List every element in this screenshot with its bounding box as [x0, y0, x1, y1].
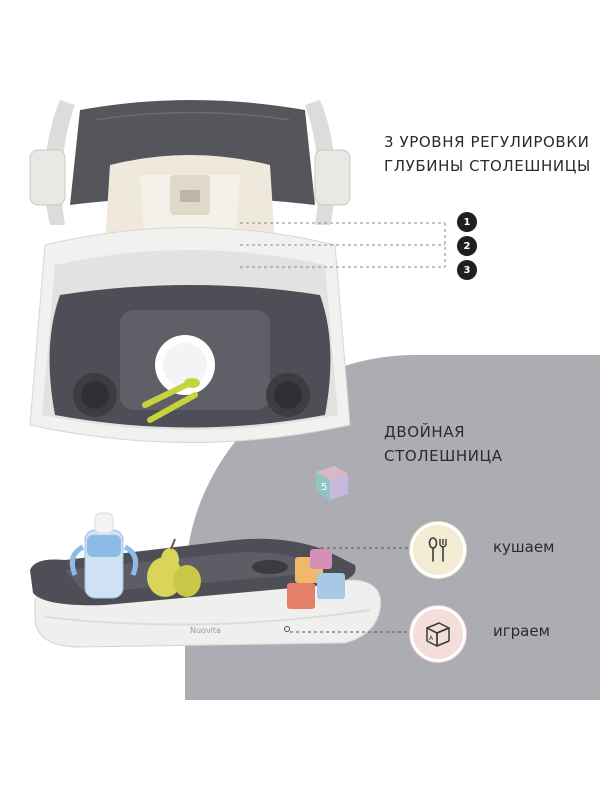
- svg-text:5: 5: [321, 482, 327, 493]
- double-tray-heading-line-2: СТОЛЕШНИЦА: [384, 447, 503, 465]
- level-2-badge: 2: [457, 236, 477, 256]
- level-1-badge: 1: [457, 212, 477, 232]
- feature-leader-lines: [285, 547, 410, 633]
- depth-heading-line-2: ГЛУБИНЫ СТОЛЕШНИЦЫ: [384, 157, 591, 175]
- play-feature-label: играем: [493, 622, 550, 640]
- fork-spoon-icon: [428, 537, 447, 562]
- svg-text:A: A: [429, 635, 434, 642]
- brand-logo: Nuovita: [190, 626, 221, 635]
- toy-cube-image: 5: [316, 466, 348, 500]
- depth-heading-line-1: 3 УРОВНЯ РЕГУЛИРОВКИ: [384, 133, 590, 151]
- eat-feature-badge: [410, 522, 466, 578]
- double-tray-image: Nuovita: [30, 512, 382, 648]
- eat-feature-label: кушаем: [493, 538, 555, 556]
- depth-adjustment-heading: 3 УРОВНЯ РЕГУЛИРОВКИ ГЛУБИНЫ СТОЛЕШНИЦЫ: [384, 130, 594, 178]
- double-tray-heading-line-1: ДВОЙНАЯ: [384, 423, 466, 441]
- toy-cube-icon: A: [426, 622, 450, 647]
- play-feature-badge: A: [410, 606, 466, 662]
- level-leader-lines: [240, 222, 446, 268]
- high-chair-top-view-image: [29, 100, 351, 443]
- double-tray-heading: ДВОЙНАЯ СТОЛЕШНИЦА: [384, 420, 584, 468]
- level-3-badge: 3: [457, 260, 477, 280]
